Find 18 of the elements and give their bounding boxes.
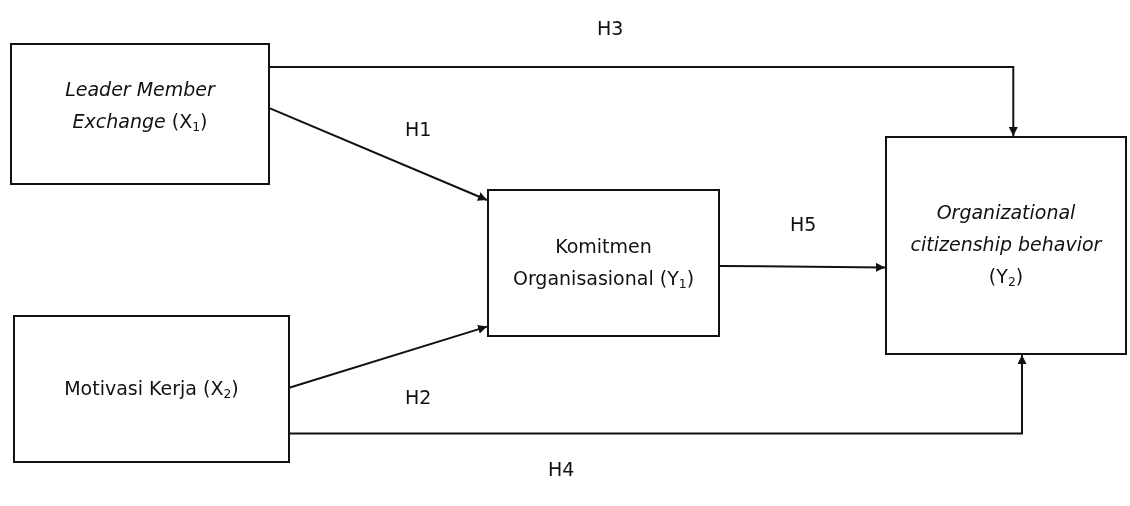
variable-box <box>10 43 270 185</box>
variable-label: Leader Member Exchange (X$_{1}$) <box>64 77 217 137</box>
arrow <box>719 262 886 272</box>
arrow <box>269 107 488 201</box>
variable-box <box>487 189 720 337</box>
variable-box <box>13 315 290 463</box>
variable-label: Motivasi Kerja (X$_{2}$) <box>64 375 239 403</box>
edge-label: H1 <box>405 118 432 140</box>
arrow <box>289 354 1027 435</box>
arrow <box>289 324 488 389</box>
edge-label: H5 <box>790 213 817 235</box>
variable-label: Komitmen Organisasional (Y$_{1}$) <box>511 233 696 293</box>
arrow <box>269 66 1018 137</box>
variable-box <box>885 136 1127 355</box>
edge-label: H2 <box>405 386 432 408</box>
edge-label: H3 <box>597 17 624 39</box>
variable-label: Organizational citizenship behavior (Y$_{2}$) <box>909 200 1104 292</box>
edge-label: H4 <box>548 458 575 480</box>
